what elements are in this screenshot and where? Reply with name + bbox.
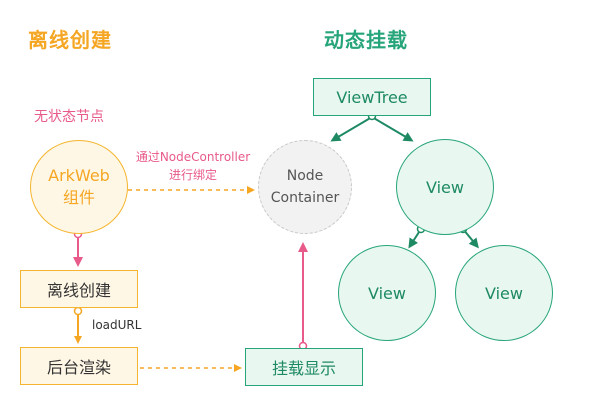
view-bottom-right-label: View bbox=[485, 283, 523, 303]
offline-create-box[interactable]: 离线创建 bbox=[20, 270, 138, 308]
mount-display-box[interactable]: 挂载显示 bbox=[245, 348, 363, 386]
bind-annotation-line1: 通过NodeController bbox=[135, 150, 251, 164]
component-label: 组件 bbox=[62, 188, 95, 207]
arkweb-label: ArkWeb bbox=[48, 166, 110, 185]
bind-annotation-line2: 进行绑定 bbox=[168, 168, 217, 182]
viewtree-left-edge bbox=[330, 116, 373, 142]
background-render-box[interactable]: 后台渲染 bbox=[20, 347, 138, 385]
view-bottom-left-node[interactable]: View bbox=[338, 245, 436, 341]
bind-annotation: 通过NodeController 进行绑定 bbox=[128, 148, 258, 184]
view-top-node[interactable]: View bbox=[396, 139, 494, 235]
node-label: Node bbox=[286, 168, 324, 184]
arkweb-component-node[interactable]: ArkWeb 组件 bbox=[30, 140, 128, 234]
container-label: Container bbox=[270, 190, 340, 206]
view-top-label: View bbox=[426, 177, 464, 197]
view-bottom-left-label: View bbox=[368, 283, 406, 303]
view-bottom-right-node[interactable]: View bbox=[455, 245, 553, 341]
node-container[interactable]: Node Container bbox=[258, 140, 352, 234]
load-url-label: loadURL bbox=[92, 318, 142, 332]
stateless-node-label: 无状态节点 bbox=[34, 109, 104, 125]
dynamic-mount-title: 动态挂载 bbox=[324, 28, 408, 52]
viewtree-box[interactable]: ViewTree bbox=[313, 78, 431, 116]
viewtree-right-edge bbox=[371, 116, 414, 142]
offline-create-title: 离线创建 bbox=[28, 28, 112, 52]
offline-bottom-dot bbox=[73, 306, 83, 316]
